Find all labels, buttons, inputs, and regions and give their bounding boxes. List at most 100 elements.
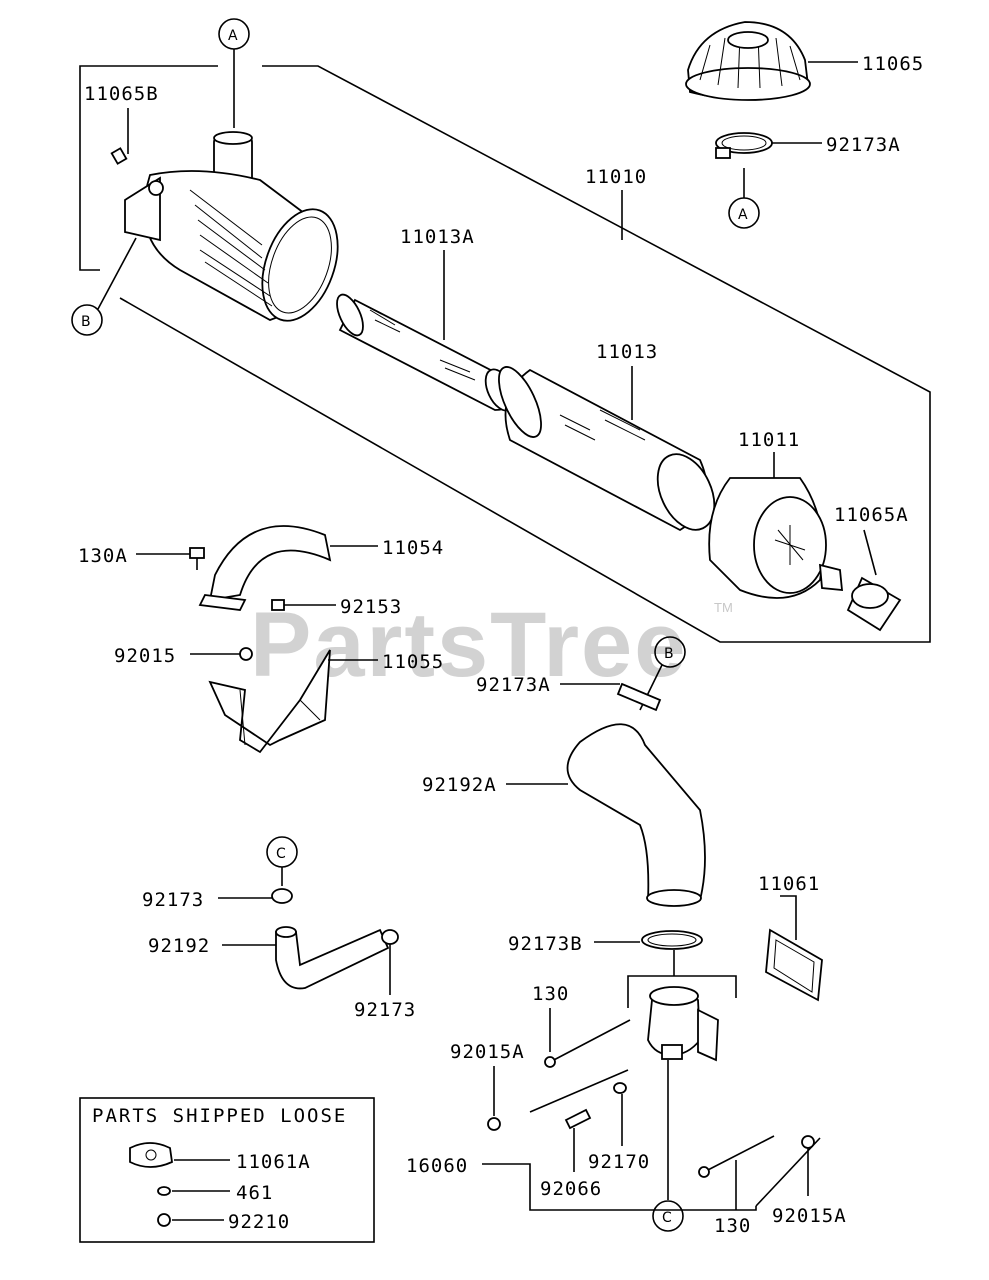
- intake-16060-drawing[interactable]: [627, 950, 737, 1062]
- dust-cup-11011-drawing[interactable]: [708, 477, 844, 599]
- svg-text:92170: 92170: [588, 1151, 650, 1173]
- svg-text:11010: 11010: [585, 166, 647, 188]
- svg-text:11065B: 11065B: [84, 83, 159, 105]
- label-130-top[interactable]: 130: [532, 983, 569, 1052]
- svg-text:92153: 92153: [340, 596, 402, 618]
- label-92170[interactable]: 92170: [588, 1094, 650, 1173]
- nut-92015-drawing[interactable]: [239, 647, 253, 661]
- svg-text:B: B: [81, 314, 91, 330]
- callout-a-top[interactable]: A: [218, 18, 250, 128]
- bracket-11055-drawing[interactable]: [208, 649, 331, 754]
- svg-text:11061: 11061: [758, 873, 820, 895]
- label-11013A[interactable]: 11013A: [400, 226, 475, 340]
- callout-c-top[interactable]: C: [266, 836, 298, 886]
- label-11010[interactable]: 11010: [585, 166, 647, 240]
- clamp-92173-right-drawing[interactable]: [381, 929, 399, 945]
- inner-element-11013A-drawing[interactable]: [332, 291, 521, 415]
- valve-11065A-drawing[interactable]: [846, 576, 902, 632]
- svg-text:92173A: 92173A: [826, 134, 901, 156]
- pipe-92066-drawing[interactable]: [564, 1108, 592, 1130]
- label-11065A[interactable]: 11065A: [834, 504, 909, 576]
- label-92015A-right[interactable]: 92015A: [772, 1148, 847, 1227]
- parts-shipped-loose-box: PARTS SHIPPED LOOSE 11061A 461 92210: [79, 1097, 375, 1243]
- gasket-11061-drawing[interactable]: [765, 928, 823, 1002]
- svg-text:11061A: 11061A: [236, 1151, 311, 1173]
- nut-92210-drawing[interactable]: [157, 1213, 171, 1227]
- washer-461-drawing[interactable]: [157, 1186, 171, 1196]
- clamp-92170-drawing[interactable]: [613, 1082, 627, 1094]
- assembly-outline-11010: [79, 65, 931, 643]
- label-92153[interactable]: 92153: [284, 596, 402, 618]
- svg-text:130A: 130A: [78, 545, 128, 567]
- label-11061[interactable]: 11061: [758, 873, 820, 940]
- label-92173-right[interactable]: 92173: [354, 944, 416, 1021]
- cap-11065-drawing[interactable]: [685, 21, 811, 101]
- svg-text:92173A: 92173A: [476, 674, 551, 696]
- callout-a-right[interactable]: A: [728, 168, 760, 229]
- label-11011[interactable]: 11011: [738, 429, 800, 478]
- gasket-11061A-drawing[interactable]: [129, 1142, 173, 1168]
- svg-text:92015: 92015: [114, 645, 176, 667]
- clamp-92173A-top-drawing[interactable]: [715, 132, 773, 159]
- label-92192A[interactable]: 92192A: [422, 774, 568, 796]
- svg-text:92015A: 92015A: [772, 1205, 847, 1227]
- svg-text:11065: 11065: [862, 53, 924, 75]
- nut-92015A-right-drawing[interactable]: [801, 1135, 815, 1149]
- svg-text:B: B: [664, 646, 674, 662]
- bolt-92153-drawing[interactable]: [271, 599, 285, 611]
- label-11065[interactable]: 11065: [808, 53, 924, 75]
- label-92173B[interactable]: 92173B: [508, 933, 640, 955]
- label-92192[interactable]: 92192: [148, 935, 276, 957]
- label-92015[interactable]: 92015: [114, 645, 240, 667]
- label-461[interactable]: 461: [172, 1182, 273, 1204]
- clamp-92173A-mid-drawing[interactable]: [616, 682, 662, 712]
- svg-text:92015A: 92015A: [450, 1041, 525, 1063]
- label-11061A[interactable]: 11061A: [174, 1151, 311, 1173]
- hose-92192A-drawing[interactable]: [566, 723, 706, 907]
- clamp-92173B-drawing[interactable]: [641, 930, 703, 950]
- label-11013[interactable]: 11013: [596, 341, 658, 420]
- bolt-130-top-drawing[interactable]: [544, 1019, 631, 1068]
- parts-box-title: PARTS SHIPPED LOOSE: [92, 1105, 347, 1127]
- svg-text:92173: 92173: [142, 889, 204, 911]
- svg-text:92173: 92173: [354, 999, 416, 1021]
- svg-text:C: C: [276, 846, 286, 862]
- label-92015A-left[interactable]: 92015A: [450, 1041, 525, 1116]
- label-92173A-top[interactable]: 92173A: [772, 134, 901, 156]
- label-11055[interactable]: 11055: [328, 651, 444, 673]
- bolt-130A-drawing[interactable]: [189, 547, 205, 570]
- svg-text:16060: 16060: [406, 1155, 468, 1177]
- label-92173-top[interactable]: 92173: [142, 889, 272, 911]
- svg-text:92192A: 92192A: [422, 774, 497, 796]
- air-cleaner-housing-drawing[interactable]: [110, 131, 352, 331]
- svg-text:130: 130: [714, 1215, 751, 1237]
- label-16060[interactable]: 16060: [406, 1069, 821, 1211]
- svg-text:11013: 11013: [596, 341, 658, 363]
- nut-92015A-left-drawing[interactable]: [487, 1117, 501, 1131]
- svg-text:92192: 92192: [148, 935, 210, 957]
- label-11065B[interactable]: 11065B: [84, 83, 159, 154]
- svg-text:11013A: 11013A: [400, 226, 475, 248]
- outer-element-11013-drawing[interactable]: [490, 361, 725, 539]
- label-11054[interactable]: 11054: [330, 537, 444, 559]
- clamp-92173-top-drawing[interactable]: [271, 888, 293, 904]
- svg-text:130: 130: [532, 983, 569, 1005]
- bolt-130-bottom-drawing[interactable]: [698, 1135, 775, 1178]
- svg-text:A: A: [738, 207, 748, 223]
- svg-text:A: A: [228, 28, 238, 44]
- svg-text:11055: 11055: [382, 651, 444, 673]
- callout-b-left[interactable]: B: [71, 237, 137, 336]
- label-92173A-mid[interactable]: 92173A: [476, 674, 620, 696]
- svg-text:92210: 92210: [228, 1211, 290, 1233]
- svg-text:92173B: 92173B: [508, 933, 583, 955]
- label-92066[interactable]: 92066: [540, 1128, 602, 1200]
- label-92210[interactable]: 92210: [172, 1211, 290, 1233]
- hose-92192-drawing[interactable]: [275, 926, 390, 990]
- label-130-bottom[interactable]: 130: [714, 1160, 751, 1237]
- callout-c-bottom[interactable]: C: [652, 1060, 684, 1232]
- svg-text:11011: 11011: [738, 429, 800, 451]
- svg-text:11065A: 11065A: [834, 504, 909, 526]
- bracket-11054-drawing[interactable]: [198, 525, 332, 611]
- svg-text:C: C: [662, 1210, 672, 1226]
- label-130A[interactable]: 130A: [78, 545, 190, 567]
